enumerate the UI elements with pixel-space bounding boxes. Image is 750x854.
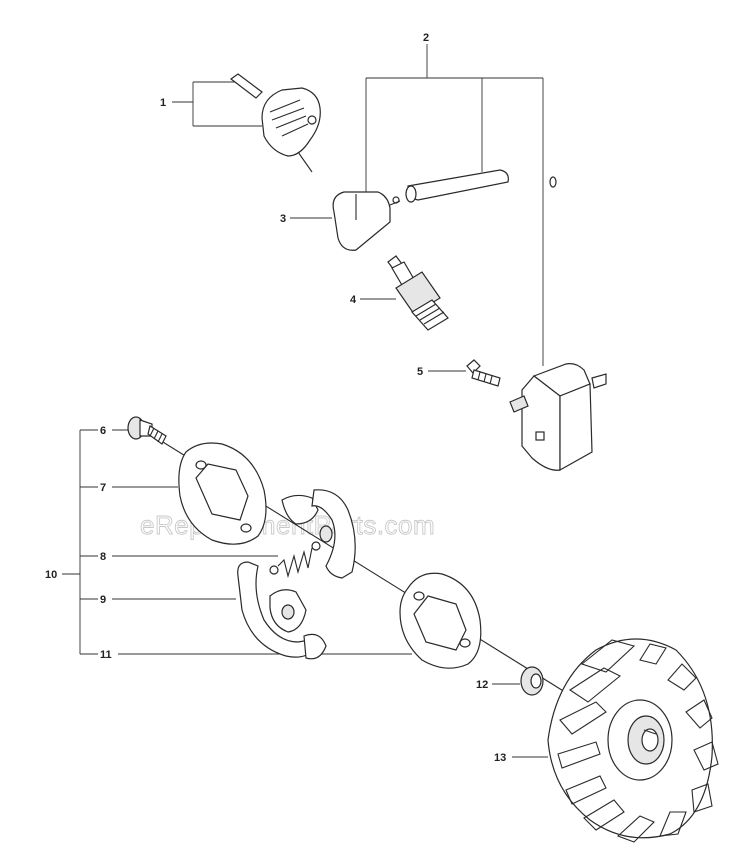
ignition-lead-tube <box>405 169 509 203</box>
part-6-shoulder-bolt <box>127 416 167 445</box>
callout-9: 9 <box>100 594 106 606</box>
part-9-clutch-shoe-upper <box>281 489 356 579</box>
callout-8: 8 <box>100 551 106 563</box>
callout-12: 12 <box>476 679 488 691</box>
part-8-clutch-spring <box>269 541 321 579</box>
callout-13: 13 <box>494 752 506 764</box>
part-7-clutch-plate <box>178 442 267 545</box>
callout-4: 4 <box>350 294 357 306</box>
part-13-flywheel <box>547 638 719 843</box>
part-1-spark-cap-cover <box>229 73 321 173</box>
callout-labels: 1 2 3 4 5 6 7 8 9 10 11 12 13 <box>45 32 506 764</box>
part-4-spark-plug <box>387 255 449 331</box>
callout-3: 3 <box>280 213 286 225</box>
part-11-clutch-plate <box>399 572 482 669</box>
part-9-clutch-shoe-lower <box>237 561 327 660</box>
callout-6: 6 <box>100 425 106 437</box>
callout-10: 10 <box>45 569 57 581</box>
part-3-plug-boot <box>332 191 401 251</box>
leader-lines <box>62 44 548 758</box>
callout-1: 1 <box>160 97 166 109</box>
callout-2: 2 <box>423 32 429 44</box>
part-12-washer <box>520 666 544 696</box>
part-5-ignition-module <box>466 359 607 472</box>
callout-11: 11 <box>100 649 112 661</box>
ignition-wire <box>549 175 661 467</box>
callout-7: 7 <box>100 482 106 494</box>
callout-5: 5 <box>417 366 423 378</box>
